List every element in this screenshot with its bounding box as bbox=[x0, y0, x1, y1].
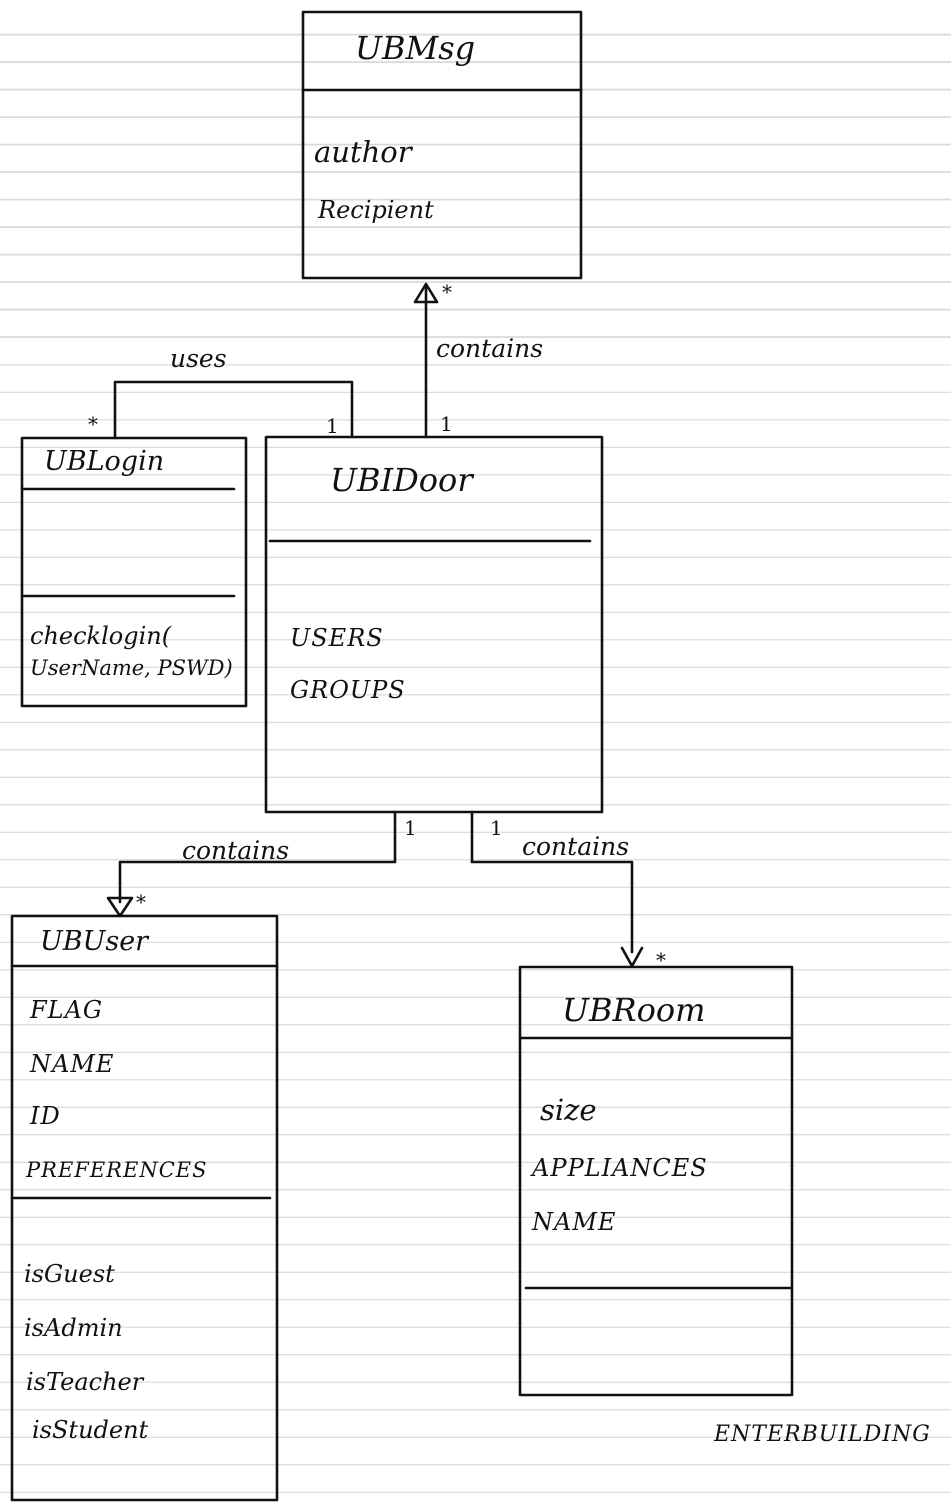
contains-room-label: contains bbox=[522, 832, 630, 861]
ubuser-attribute: FLAG bbox=[30, 996, 104, 1024]
ubroom-attribute: APPLIANCES bbox=[532, 1154, 708, 1182]
ubuser-class-name: UBUser bbox=[40, 926, 149, 957]
ubuser-box bbox=[10, 914, 279, 1502]
uses-association-line bbox=[113, 380, 354, 440]
contains-msg-multiplicity-msg: * bbox=[442, 280, 452, 304]
contains-user-multiplicity-door: 1 bbox=[404, 816, 417, 840]
ubidoor-attribute: GROUPS bbox=[290, 676, 406, 704]
ubuser-attribute: NAME bbox=[30, 1050, 115, 1078]
ubuser-attribute: PREFERENCES bbox=[26, 1158, 208, 1182]
contains-room-multiplicity-room: * bbox=[656, 948, 666, 972]
uses-multiplicity-login: * bbox=[88, 412, 98, 436]
uses-association-label: uses bbox=[170, 344, 227, 373]
ubmsg-attribute: Recipient bbox=[318, 196, 434, 224]
ubmsg-class-name: UBMsg bbox=[355, 29, 476, 67]
contains-room-multiplicity-door: 1 bbox=[490, 816, 503, 840]
ubuser-operation: isGuest bbox=[24, 1260, 115, 1288]
contains-msg-arrowhead bbox=[413, 282, 439, 304]
ubmsg-attribute: author bbox=[314, 135, 412, 169]
ubroom-attribute: NAME bbox=[532, 1208, 617, 1236]
ublogin-box bbox=[20, 436, 248, 708]
footer-note: ENTERBUILDING bbox=[714, 1422, 931, 1447]
ubroom-class-name: UBRoom bbox=[562, 991, 706, 1029]
contains-user-line bbox=[118, 810, 397, 904]
ubmsg-box bbox=[301, 10, 583, 280]
ublogin-operation: checklogin( bbox=[30, 622, 172, 650]
uses-multiplicity-door: 1 bbox=[326, 414, 339, 438]
ubidoor-box bbox=[264, 435, 604, 814]
ublogin-operation: UserName, PSWD) bbox=[30, 656, 233, 680]
contains-user-multiplicity-user: * bbox=[136, 890, 146, 914]
ubuser-operation: isTeacher bbox=[26, 1368, 144, 1396]
ubuser-operation: isAdmin bbox=[24, 1314, 123, 1342]
ubuser-operation: isStudent bbox=[32, 1416, 149, 1444]
ubroom-attribute: size bbox=[540, 1093, 597, 1127]
contains-user-label: contains bbox=[182, 836, 290, 865]
contains-msg-multiplicity-door: 1 bbox=[440, 412, 453, 436]
contains-room-line bbox=[470, 810, 634, 954]
ublogin-class-name: UBLogin bbox=[44, 446, 165, 477]
contains-user-arrowhead bbox=[106, 896, 134, 918]
ubidoor-attribute: USERS bbox=[290, 624, 384, 652]
contains-msg-label: contains bbox=[436, 334, 544, 363]
ubuser-attribute: ID bbox=[30, 1102, 61, 1130]
ubidoor-class-name: UBIDoor bbox=[330, 461, 473, 499]
contains-room-arrowhead bbox=[620, 946, 644, 968]
ubroom-box bbox=[518, 965, 794, 1397]
